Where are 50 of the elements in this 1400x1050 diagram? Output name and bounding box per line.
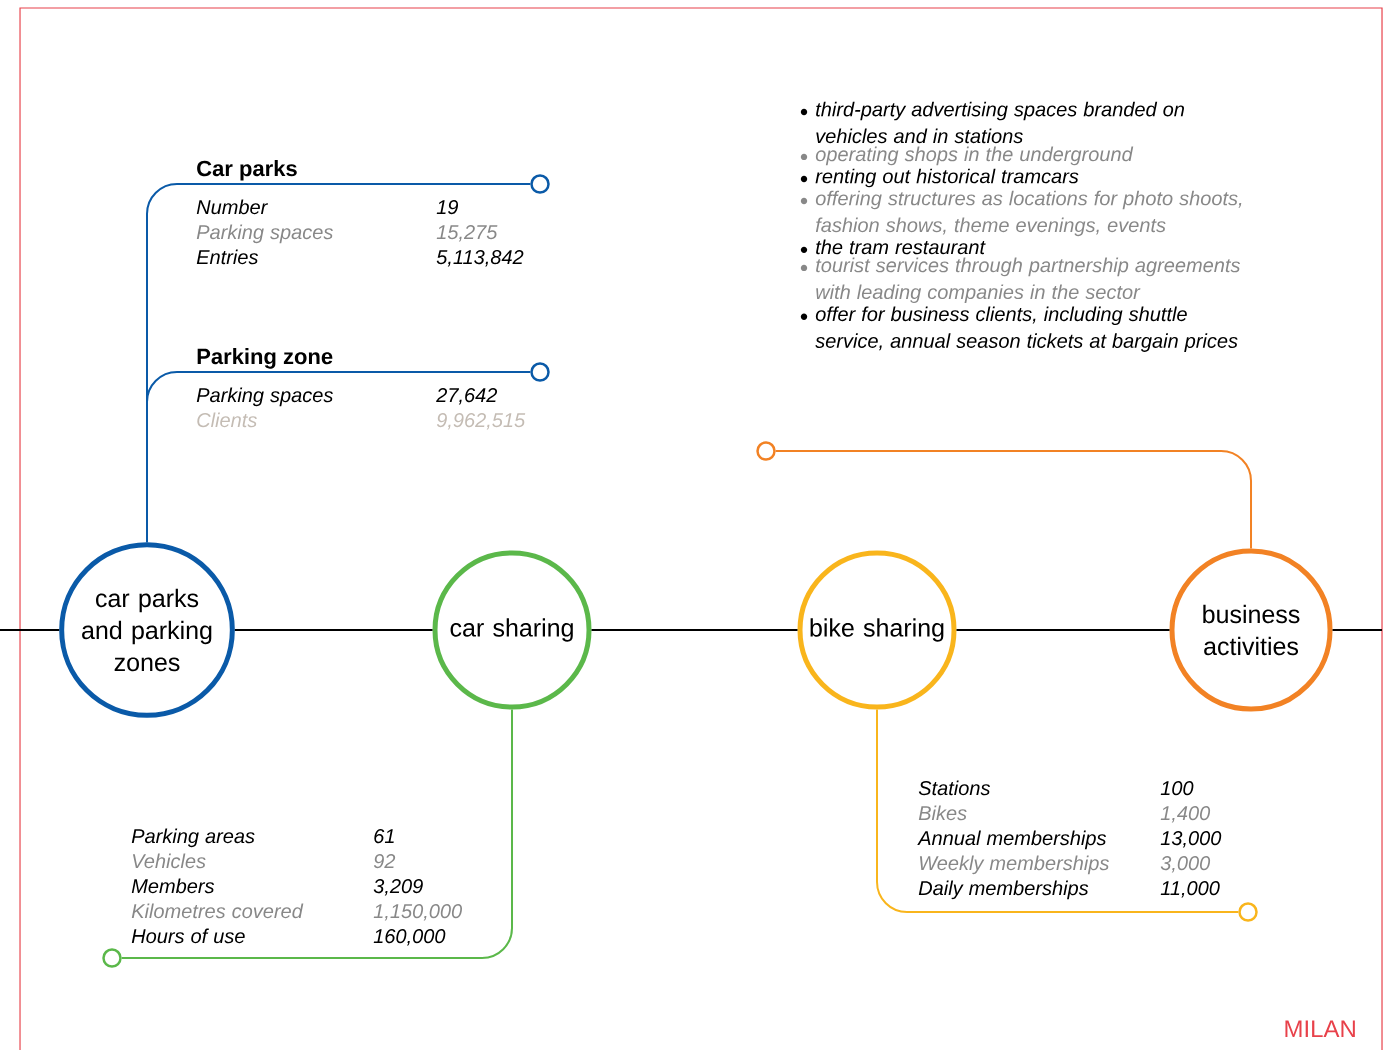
stat-value: 11,000 [1160,881,1220,898]
stat-value: 3,209 [373,879,423,896]
stat-label: Annual memberships [917,830,1107,850]
end-circle [1238,902,1258,922]
connector-line [0,629,61,631]
city-label: MILAN [1285,1020,1355,1037]
end-circle [530,174,550,194]
stat-value: 92 [373,854,396,869]
section-heading: Parking zone [197,348,333,369]
connector-line [1331,629,1383,631]
bullet-item: operating shops in the underground [800,146,1134,166]
stat-label: Hours of use [131,928,245,944]
connector-line [774,450,1252,550]
connector-line [876,708,1240,913]
stat-label: Stations [918,780,991,796]
bullet-item: offering structures as locations for photo shoots, fashion shows, theme evenings, events [800,190,1242,237]
stat-value: 9,962,515 [436,413,526,430]
stat-value: 100 [1160,781,1194,796]
connector-line [590,629,799,631]
stat-label: Vehicles [132,853,206,869]
connector-line [233,629,434,631]
stat-label: Clients [197,412,257,428]
stat-label: Daily memberships [918,880,1089,900]
end-circle [102,948,122,968]
stat-label: Parking areas [131,828,255,848]
connector-line [955,629,1171,631]
end-circle [530,362,550,382]
bullet-item: the tram restaurant [800,239,986,255]
stat-label: Weekly memberships [919,855,1109,875]
bullet-item: tourist services through partnership agreements with leading companies in the sector [800,257,1241,304]
stat-value: 19 [436,200,459,215]
stat-label: Parking spaces [196,387,333,407]
stat-label: Number [196,199,268,215]
bullet-item: third-party advertising spaces branded on vehicles and in stations [800,101,1184,144]
bullet-item: offer for business clients, including shuttle service, annual season tickets at bargain prices [800,306,1238,352]
section-heading: Car parks [197,160,297,181]
stat-value: 1,400 [1160,806,1211,823]
stat-label: Parking spaces [196,224,333,244]
stat-label: Bikes [918,805,967,821]
stat-value: 61 [374,829,394,844]
bullet-item: renting out historical tramcars [800,168,1079,188]
stat-value: 1,150,000 [373,904,462,921]
end-circle [756,441,776,461]
stat-label: Entries [196,249,259,265]
stat-value: 5,113,842 [436,250,524,267]
stat-label: Kilometres covered [131,903,304,919]
stat-value: 160,000 [373,929,446,946]
stat-value: 3,000 [1160,856,1211,873]
connector-line [120,708,513,959]
connector-line [146,371,532,544]
